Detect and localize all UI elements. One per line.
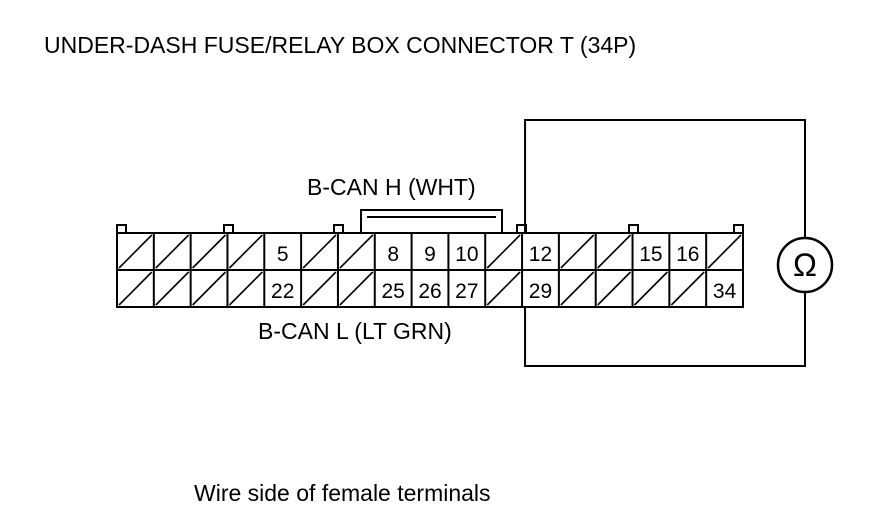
terminal-8: 8 <box>387 243 399 266</box>
ohm-symbol: Ω <box>793 247 817 283</box>
terminal-15: 15 <box>639 243 662 266</box>
probe-wire-12 <box>524 119 806 238</box>
empty-cavity <box>228 234 263 269</box>
empty-cavity <box>339 234 374 269</box>
connector-tab <box>333 224 344 233</box>
empty-cavity <box>302 234 337 269</box>
empty-cavity <box>486 271 521 306</box>
empty-cavity <box>192 271 227 306</box>
connector-tab <box>116 224 127 233</box>
terminal-27: 27 <box>455 280 478 303</box>
empty-cavity <box>597 271 632 306</box>
connector-latch <box>360 209 503 233</box>
connector-outline <box>116 209 744 308</box>
terminal-22: 22 <box>271 280 294 303</box>
terminal-34: 34 <box>713 280 737 303</box>
connector-tab <box>628 224 639 233</box>
connector-tab <box>733 224 744 233</box>
empty-cavity <box>560 271 595 306</box>
terminal-5: 5 <box>277 243 289 266</box>
terminal-26: 26 <box>418 280 441 303</box>
empty-cavity <box>302 271 337 306</box>
empty-cavity <box>155 234 190 269</box>
connector-cells: 5 8 9 10 12 15 16 22 25 26 27 29 34 <box>118 233 742 307</box>
ohmmeter-icon: Ω <box>776 236 834 294</box>
terminal-16: 16 <box>676 243 699 266</box>
meter-wires <box>524 119 806 367</box>
empty-cavity <box>670 271 705 306</box>
empty-cavity <box>707 234 742 269</box>
empty-cavity <box>228 271 263 306</box>
terminal-29: 29 <box>529 280 552 303</box>
empty-cavity <box>486 234 521 269</box>
can-l-wire-label: B-CAN L (LT GRN) <box>258 318 452 344</box>
empty-cavity <box>118 234 153 269</box>
empty-cavity <box>192 234 227 269</box>
wire-side-note: Wire side of female terminals <box>194 480 491 506</box>
terminal-10: 10 <box>455 243 478 266</box>
terminal-25: 25 <box>381 280 404 303</box>
terminal-12: 12 <box>529 243 552 266</box>
empty-cavity <box>633 271 668 306</box>
empty-cavity <box>597 234 632 269</box>
terminal-9: 9 <box>424 243 436 266</box>
empty-cavity <box>339 271 374 306</box>
connector-tab <box>223 224 234 233</box>
diagram-title: UNDER-DASH FUSE/RELAY BOX CONNECTOR T (3… <box>44 32 637 58</box>
probe-wire-29 <box>524 292 806 367</box>
empty-cavity <box>560 234 595 269</box>
empty-cavity <box>118 271 153 306</box>
can-h-wire-label: B-CAN H (WHT) <box>307 174 476 200</box>
empty-cavity <box>155 271 190 306</box>
